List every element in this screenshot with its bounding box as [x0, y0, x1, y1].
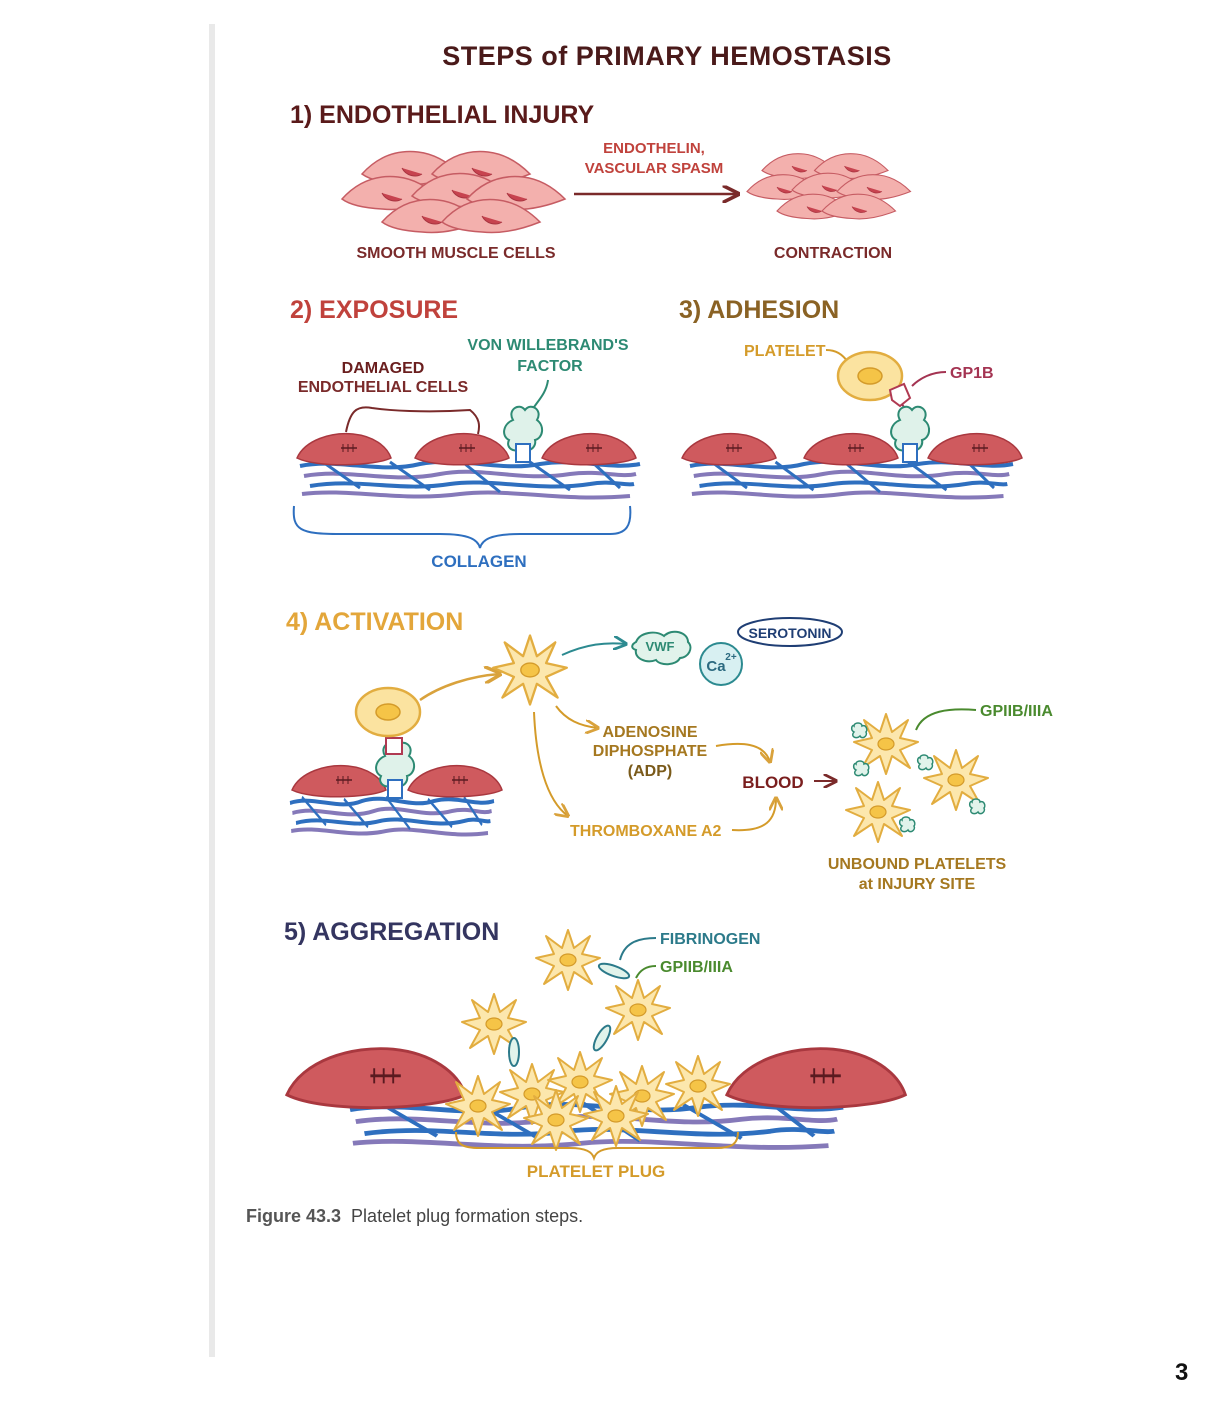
- gp1b-pointer-line: [911, 371, 947, 387]
- unbound-gpiib-label: GPIIB/IIIA: [980, 703, 1053, 720]
- endothelin-label: ENDOTHELIN,: [603, 140, 705, 157]
- activation-platelet-resting: [354, 686, 422, 738]
- damaged-label-line2: ENDOTHELIAL CELLS: [298, 379, 469, 396]
- serotonin-badge: SEROTONIN: [737, 617, 843, 647]
- aggregation-endothelial-right: [725, 1047, 907, 1110]
- exposure-vwf: [503, 405, 544, 463]
- collagen-brace: [292, 505, 632, 549]
- step1-heading: 1) ENDOTHELIAL INJURY: [290, 101, 595, 129]
- platelet-label: PLATELET: [744, 343, 826, 360]
- damaged-label-line1: DAMAGED: [342, 360, 425, 377]
- adp-line1: ADENOSINE: [602, 724, 697, 741]
- page-margin-bar: [209, 24, 215, 1357]
- adhesion-collagen-layer: [688, 458, 1015, 500]
- fibrinogen-bridge: [597, 962, 631, 980]
- figure-caption-text: Platelet plug formation steps.: [351, 1206, 584, 1226]
- figure-caption-label: Figure 43.3: [246, 1206, 342, 1226]
- platelet-plug-label: PLATELET PLUG: [527, 1162, 666, 1181]
- aggregation-endothelial-left: [285, 1047, 467, 1110]
- platelet-plug-brace: [455, 1131, 739, 1162]
- calcium-superscript: 2+: [725, 652, 737, 663]
- released-vwf-label: VWF: [646, 639, 675, 654]
- thromboxane-to-blood-arrow: [731, 798, 776, 832]
- vwf-label-line2: FACTOR: [517, 358, 583, 375]
- activated-platelet: [492, 634, 568, 706]
- exposure-endothelial-cells: [296, 432, 637, 466]
- free-platelet-middle: [605, 979, 671, 1041]
- released-vwf-badge: VWF: [631, 630, 692, 666]
- adp-to-blood-arrow: [715, 742, 770, 762]
- serotonin-label: SEROTONIN: [749, 625, 832, 641]
- unbound-line1: UNBOUND PLATELETS: [828, 856, 1007, 873]
- vwf-label-line1: VON WILLEBRAND'S: [467, 337, 628, 354]
- exposure-collagen-layer: [298, 458, 642, 500]
- unbound-line2: at INJURY SITE: [859, 876, 976, 893]
- aggregation-collagen-layer: [350, 1102, 843, 1147]
- step5-heading: 5) AGGREGATION: [284, 918, 499, 946]
- unbound-gpiib-pointer: [915, 708, 977, 731]
- thromboxane-label: THROMBOXANE A2: [570, 823, 722, 840]
- page-number: 3: [1175, 1359, 1189, 1386]
- adp-line2: DIPHOSPHATE: [593, 743, 708, 760]
- calcium-badge: Ca 2+: [699, 642, 743, 686]
- diagram-title: STEPS of PRIMARY HEMOSTASIS: [442, 41, 892, 71]
- contraction-label: CONTRACTION: [774, 245, 892, 262]
- hemostasis-diagram: STEPS of PRIMARY HEMOSTASIS 1) ENDOTHELI…: [284, 41, 1053, 1181]
- step2-heading: 2) EXPOSURE: [290, 296, 458, 324]
- vascular-spasm-label: VASCULAR SPASM: [585, 160, 724, 177]
- fibrinogen-bridge-3: [592, 1024, 612, 1052]
- aggregation-gpiib-label: GPIIB/IIIA: [660, 959, 733, 976]
- smooth-muscle-cells-label: SMOOTH MUSCLE CELLS: [356, 245, 555, 262]
- gp1b-dotted-arrow: [901, 403, 909, 415]
- unbound-platelets-group: [845, 713, 989, 843]
- collagen-label: COLLAGEN: [431, 552, 526, 571]
- contracted-cells-cluster: [746, 153, 912, 220]
- adhesion-endothelial-cells: [681, 432, 1023, 466]
- adp-line3: (ADP): [628, 763, 672, 780]
- blood-label: BLOOD: [742, 773, 803, 792]
- damaged-pointer-line: [345, 406, 480, 435]
- step3-heading: 3) ADHESION: [679, 296, 839, 324]
- adp-arrow: [555, 705, 598, 728]
- activation-gp1b: [385, 737, 403, 755]
- gp1b-receptor: [888, 382, 912, 408]
- fibrinogen-label: FIBRINOGEN: [660, 931, 760, 948]
- fibrinogen-bridge-2: [508, 1037, 520, 1067]
- activation-collagen-layer: [288, 795, 496, 837]
- fibrinogen-pointer: [619, 937, 657, 961]
- thromboxane-arrow: [533, 711, 568, 816]
- smooth-muscle-cells-cluster: [341, 150, 566, 234]
- activation-arrow: [419, 674, 500, 702]
- calcium-label: Ca: [706, 658, 726, 675]
- gp1b-label: GP1B: [950, 365, 994, 382]
- vwf-release-arrow: [561, 643, 626, 656]
- aggregation-gpiib-pointer: [635, 965, 657, 979]
- figure-caption: Figure 43.3 Platelet plug formation steps…: [246, 1206, 583, 1227]
- free-platelet-top: [535, 929, 601, 991]
- step4-heading: 4) ACTIVATION: [286, 608, 463, 636]
